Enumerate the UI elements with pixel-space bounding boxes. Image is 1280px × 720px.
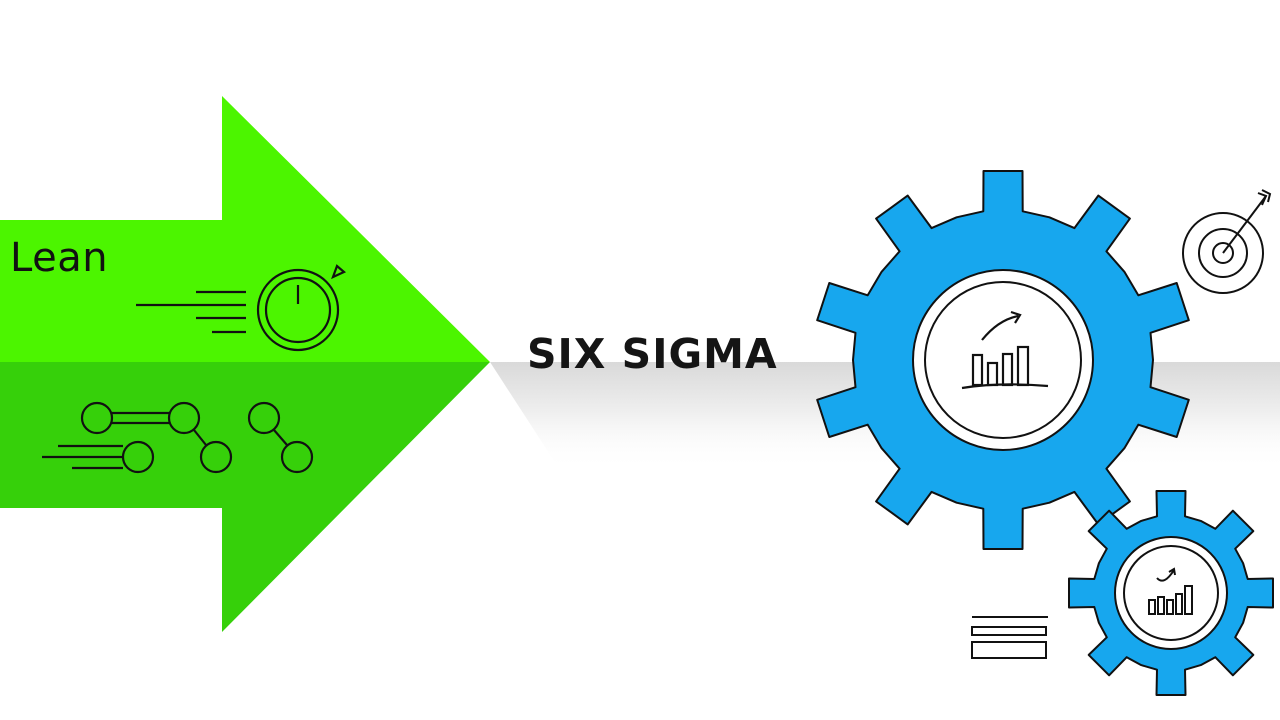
lean-label: Lean <box>10 235 109 281</box>
small-gear-icon <box>1068 490 1274 696</box>
stopwatch-icon <box>136 264 347 352</box>
six-sigma-title: SIX SIGMA <box>527 330 778 378</box>
large-gear-icon <box>816 170 1190 550</box>
target-icon <box>1182 189 1272 294</box>
growth-chart-icon <box>1148 567 1193 615</box>
growth-chart-icon <box>961 310 1049 390</box>
connected-nodes-icon <box>42 401 314 474</box>
lean-arrow-lower <box>0 362 490 632</box>
equals-icon <box>971 616 1048 659</box>
lean-arrow <box>0 96 490 632</box>
lean-arrow-upper <box>0 96 490 362</box>
